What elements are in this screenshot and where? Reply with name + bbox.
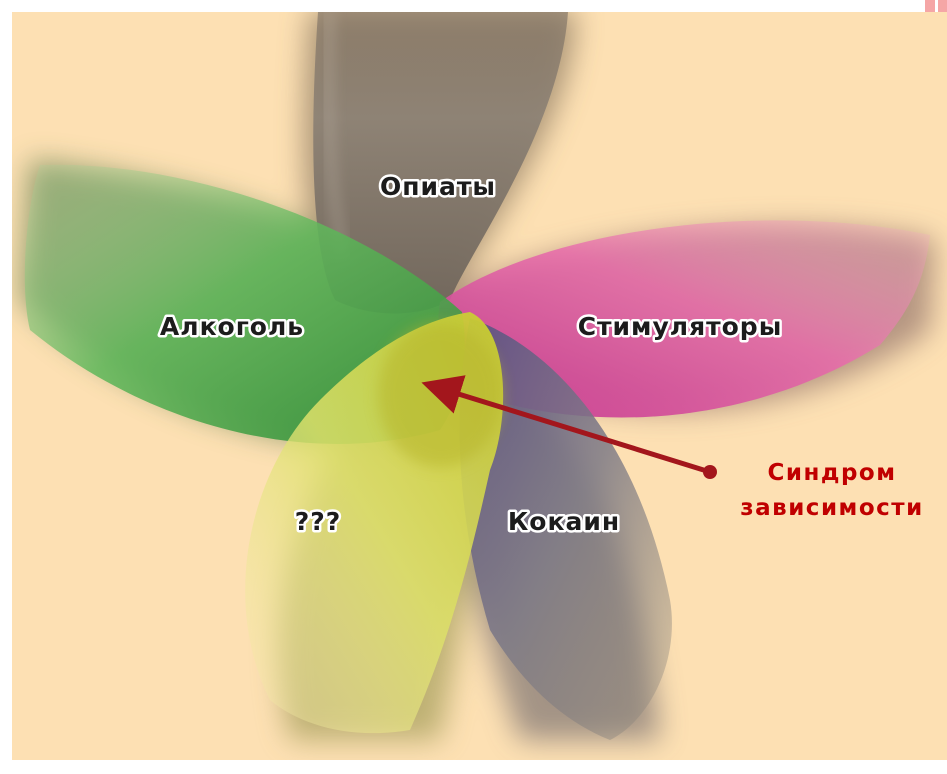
label-alcohol: Алкоголь [160, 312, 304, 341]
label-unknown: ??? [295, 507, 342, 536]
label-stimulants: Стимуляторы [578, 312, 783, 341]
callout-line1: Синдром [767, 460, 896, 486]
addiction-diagram: Опиаты Стимуляторы Алкоголь ??? Кокаин С… [12, 12, 947, 760]
label-opiates: Опиаты [380, 172, 496, 201]
callout-dot [703, 465, 717, 479]
diagram-panel: Опиаты Стимуляторы Алкоголь ??? Кокаин С… [12, 12, 947, 760]
callout-line2: зависимости [740, 495, 924, 521]
label-cocaine: Кокаин [508, 507, 620, 536]
center-overlap [378, 323, 502, 467]
